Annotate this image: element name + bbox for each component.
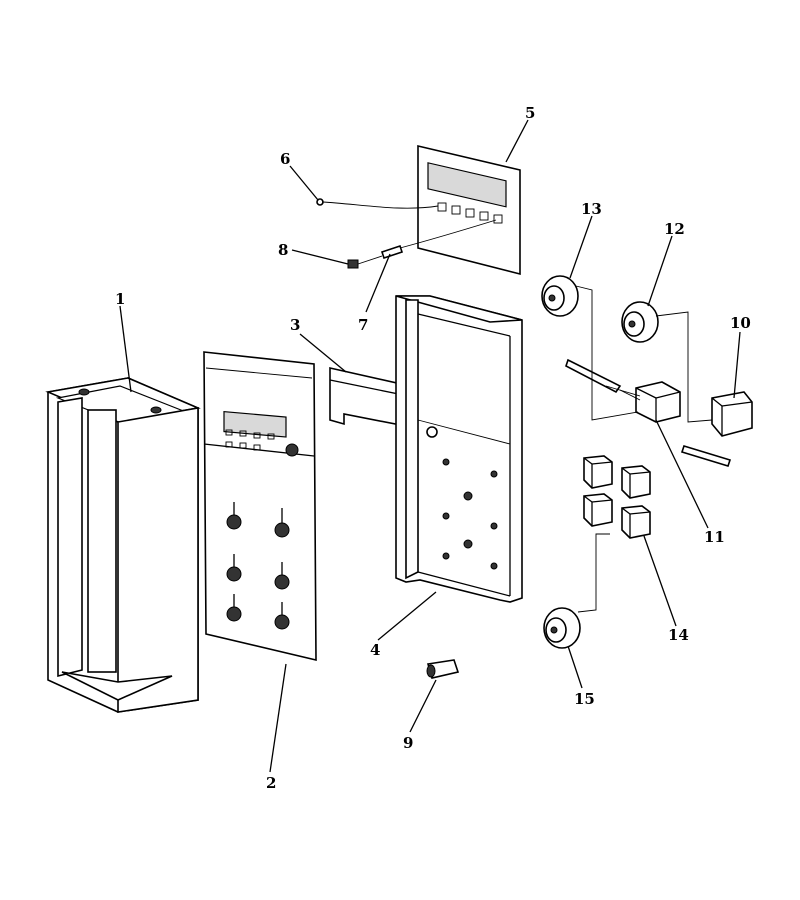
callout-12: 12 <box>664 220 685 238</box>
part-10-thermostat <box>680 391 753 467</box>
callout-11: 11 <box>704 528 725 546</box>
callout-7: 7 <box>358 316 368 334</box>
part-5-display-board <box>417 144 521 276</box>
callout-6: 6 <box>280 150 290 168</box>
part-2-control-panel <box>203 351 317 662</box>
part-14-push-switches <box>583 455 651 539</box>
part-6-screw <box>316 198 439 209</box>
part-7-lead <box>380 219 497 260</box>
callout-5: 5 <box>525 104 535 122</box>
callout-4: 4 <box>370 641 380 659</box>
part-8-connector <box>347 255 383 269</box>
callout-13: 13 <box>581 200 602 218</box>
part-11-selector-switch <box>565 358 681 423</box>
callout-labels: 1 2 3 4 5 6 7 8 9 10 11 12 13 14 15 <box>115 104 751 792</box>
callout-9: 9 <box>403 734 413 752</box>
callout-10: 10 <box>730 314 751 332</box>
callout-15: 15 <box>574 690 595 708</box>
assembly-lines <box>575 285 713 613</box>
callout-3: 3 <box>290 316 300 334</box>
part-15-knob <box>543 607 581 649</box>
callout-2: 2 <box>266 774 276 792</box>
part-4-rear-housing <box>395 295 523 603</box>
callout-14: 14 <box>668 626 689 644</box>
part-1-outer-frame <box>45 377 201 713</box>
part-12-knob <box>621 301 659 343</box>
callout-1: 1 <box>115 290 125 308</box>
part-13-knob <box>541 275 579 317</box>
part-9-plug <box>426 659 460 679</box>
leader-lines <box>119 119 741 773</box>
callout-8: 8 <box>278 241 288 259</box>
